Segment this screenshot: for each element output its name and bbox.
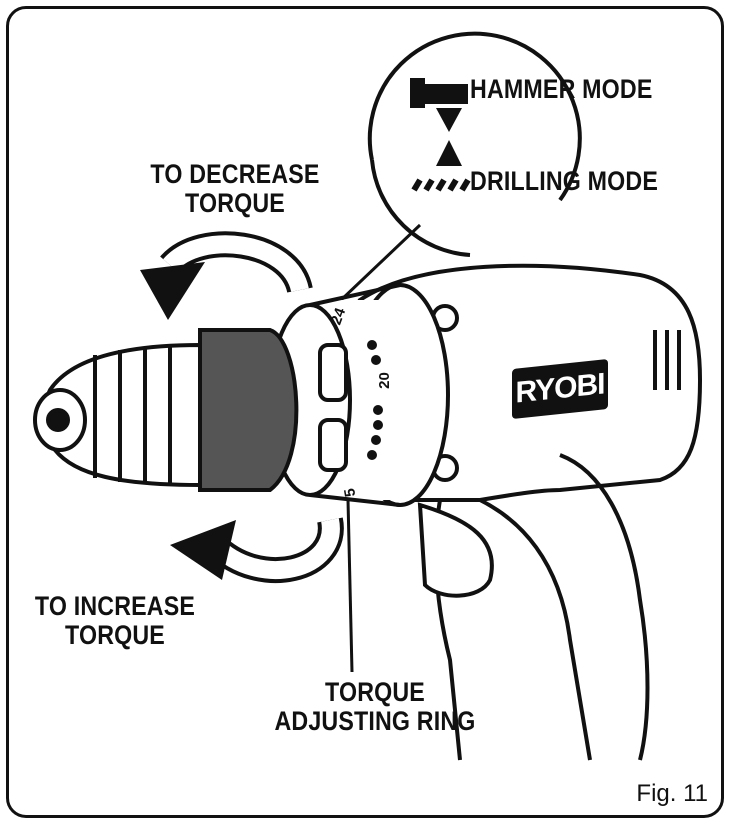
increase-torque-label-line2: TORQUE <box>65 620 165 651</box>
increase-torque-label-line1: TO INCREASE <box>34 591 196 621</box>
increase-torque-arrow-icon <box>170 517 344 584</box>
drilling-mode-icon <box>411 178 471 192</box>
torque-ring-leader-line <box>346 499 354 673</box>
torque-ring-label-line1: TORQUE <box>325 677 425 707</box>
decrease-torque-label-line1: TO DECREASE <box>150 159 320 189</box>
hammer-mode-icon <box>410 78 468 108</box>
ring-number-20: 20 <box>375 372 393 389</box>
decrease-torque-label: TO DECREASE TORQUE <box>136 159 334 219</box>
torque-ring-label: TORQUE ADJUSTING RING <box>268 677 483 737</box>
increase-torque-label: TO INCREASE TORQUE <box>16 591 214 651</box>
hammer-mode-label: HAMMER MODE <box>470 74 653 104</box>
torque-ring-label-line2: ADJUSTING RING <box>274 706 476 737</box>
mode-detail-callout <box>318 31 582 322</box>
mode-indicator-arrows-icon <box>436 108 462 166</box>
figure-caption: Fig. 11 <box>636 780 708 807</box>
drilling-mode-label: DRILLING MODE <box>470 166 658 196</box>
drill-chuck <box>33 328 299 492</box>
brand-logo: RYOBI <box>512 358 608 420</box>
decrease-torque-arrow-icon <box>140 231 313 320</box>
decrease-torque-label-line2: TORQUE <box>185 188 285 219</box>
torque-adjusting-ring <box>268 283 450 507</box>
